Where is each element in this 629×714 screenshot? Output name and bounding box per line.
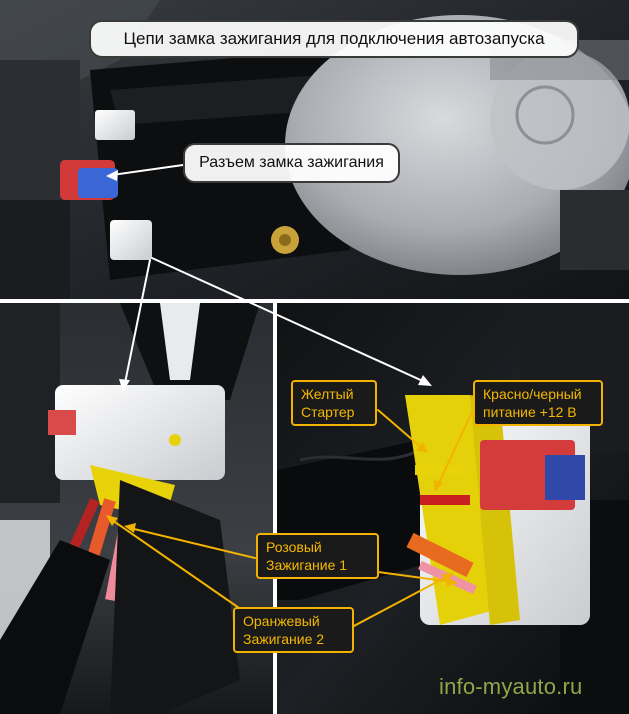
wire-role: Зажигание 2	[243, 631, 325, 647]
site-watermark: info-myauto.ru	[439, 674, 583, 699]
diagram-title: Цепи замка зажигания для подключения авт…	[89, 20, 579, 58]
wire-role: Зажигание 1	[266, 557, 348, 573]
wire-label-red-black: Красно/черный питание +12 В	[473, 380, 603, 426]
wire-label-orange: Оранжевый Зажигание 2	[233, 607, 354, 653]
wire-label-yellow: Желтый Стартер	[291, 380, 377, 426]
wire-name: Желтый	[301, 386, 354, 402]
wire-label-pink: Розовый Зажигание 1	[256, 533, 379, 579]
pointer-lines	[106, 164, 473, 628]
wire-role: питание +12 В	[483, 404, 577, 420]
ignition-connector-label: Разъем замка зажигания	[183, 143, 400, 183]
wire-name: Розовый	[266, 539, 322, 555]
wire-name: Красно/черный	[483, 386, 582, 402]
bottom-left-photo	[0, 303, 273, 714]
wire-name: Оранжевый	[243, 613, 320, 629]
wire-role: Стартер	[301, 404, 355, 420]
